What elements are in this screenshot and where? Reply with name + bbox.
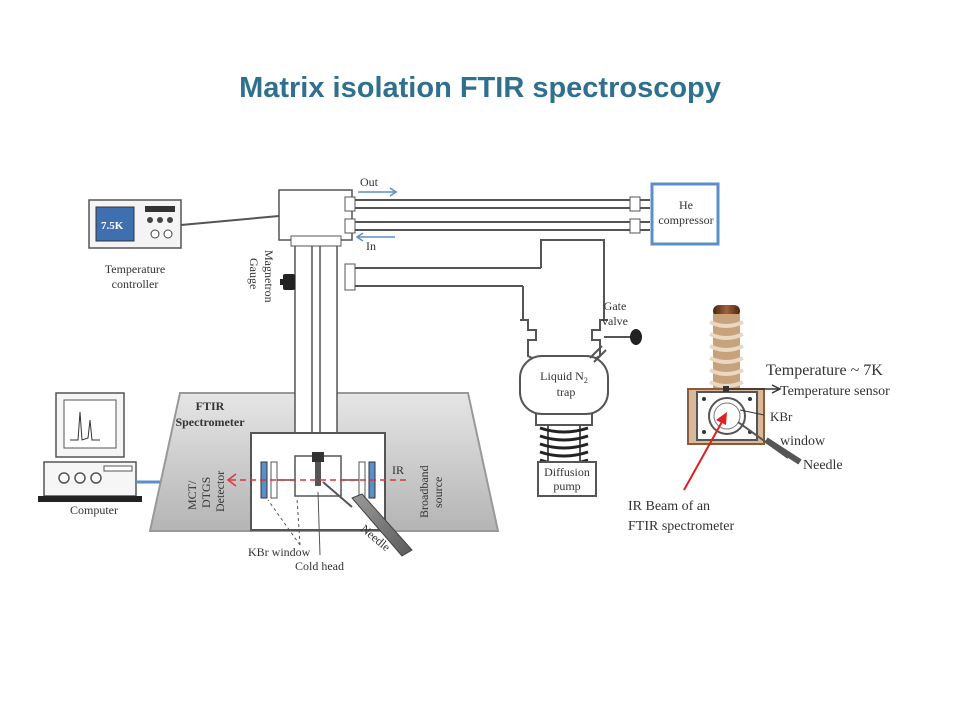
he-lines <box>344 187 650 242</box>
diffusion-pump <box>537 425 597 497</box>
kbr-window-label: KBr window <box>248 545 311 559</box>
gate-valve <box>589 329 642 363</box>
ir-beam-label: IR Beam of an <box>628 499 710 514</box>
trap-label: trap <box>557 385 576 399</box>
vacuum-lines <box>344 239 605 320</box>
window-label: window <box>780 434 826 449</box>
source-label: source <box>431 477 445 508</box>
valve-label: valve <box>602 314 628 328</box>
liquid-n2-label: Liquid N2 <box>540 369 588 385</box>
gate-label: Gate <box>604 299 627 313</box>
mct-label: MCT/ <box>185 480 199 510</box>
needle-left <box>322 481 413 557</box>
broadband-label: Broadband <box>417 465 431 518</box>
dtgs-label: DTGS <box>199 477 213 508</box>
he-compressor <box>650 182 720 246</box>
ir-label: IR <box>392 463 404 477</box>
compressor-label: compressor <box>658 213 713 227</box>
computer <box>38 392 160 502</box>
in-label: In <box>366 239 376 253</box>
temperature-sensor-label: Temperature sensor <box>780 384 890 399</box>
temperature-label: Temperature ~ 7K <box>766 362 883 379</box>
detector-label: Detector <box>213 471 227 512</box>
diffusion-label: Diffusion <box>544 465 590 479</box>
pointer-lines <box>267 491 321 556</box>
spectrometer-label: Spectrometer <box>175 415 245 429</box>
kbr-label: KBr <box>770 409 793 424</box>
pump-label: pump <box>553 479 580 493</box>
gauge-label: Gauge <box>247 258 261 289</box>
needle-right-label: Needle <box>803 458 843 473</box>
out-label: Out <box>360 175 379 189</box>
he-label: He <box>679 198 693 212</box>
cold-head-assembly <box>250 189 386 531</box>
ir-beam-path <box>226 473 410 487</box>
computer-label: Computer <box>70 503 118 517</box>
temperature-controller <box>88 199 280 249</box>
magnetron-label: Magnetron <box>262 250 276 303</box>
temp-controller-label: Temperature <box>105 262 165 276</box>
ftir-spectrometer-label: FTIR spectrometer <box>628 519 734 534</box>
ir-beam-right <box>683 412 727 491</box>
ftir-label: FTIR <box>196 399 225 413</box>
page-title: Matrix isolation FTIR spectroscopy <box>239 72 721 104</box>
temp-display-value: 7.5K <box>101 220 124 232</box>
temp-controller-label-2: controller <box>112 277 159 291</box>
liquid-n2-trap <box>519 319 609 426</box>
cold-head-label: Cold head <box>295 559 344 573</box>
